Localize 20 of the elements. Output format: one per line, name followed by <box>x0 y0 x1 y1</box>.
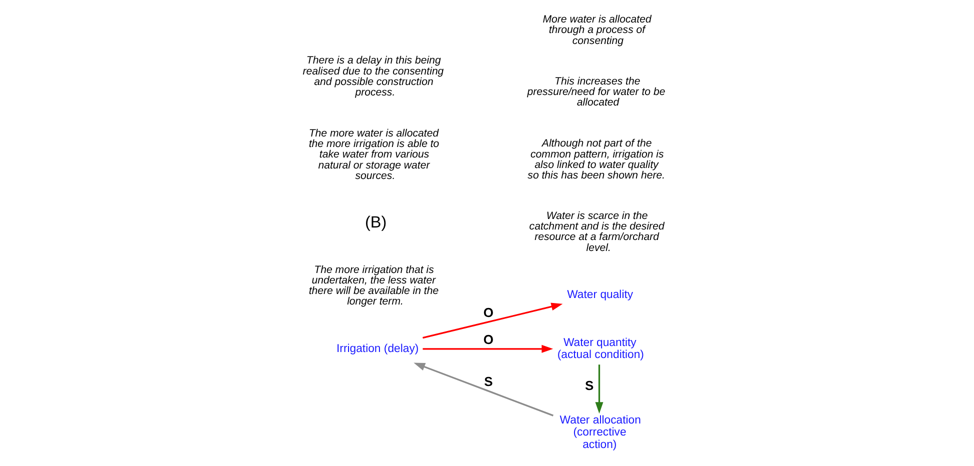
edge-label: S <box>585 378 594 394</box>
label: The more irrigation that is undertaken, the less water there will be available in the longer term. <box>308 264 439 308</box>
label: More water is allocated through a process of consenting <box>542 14 652 47</box>
label: (B) <box>364 214 387 232</box>
label: The more water is allocated the more irrigation is able to take water from various natural or storage water sources. <box>308 128 440 182</box>
node-text: Water quality <box>567 289 634 302</box>
label: There is a delay in this being realised due to the consenting and possible construction process. <box>302 54 444 98</box>
arrow <box>422 344 554 353</box>
edge-label: O <box>483 332 494 347</box>
edge-label: O <box>483 305 494 320</box>
arrow <box>595 364 604 414</box>
arrow <box>422 302 563 339</box>
node-text: Water allocation (corrective action) <box>560 414 641 451</box>
label: Water is scarce in the catchment and is the desired resource at a farm/orchard level. <box>529 210 664 254</box>
node-text: Irrigation (delay) <box>336 342 419 355</box>
arrow <box>414 362 554 416</box>
edge-label: S <box>484 374 493 390</box>
label: This increases the pressure/need for water to be allocated <box>527 75 666 109</box>
node-text: Water quantity (actual condition) <box>557 336 644 362</box>
label: Although not part of the common pattern, irrigation is also linked to water quality so this has been shown here. <box>528 138 666 182</box>
